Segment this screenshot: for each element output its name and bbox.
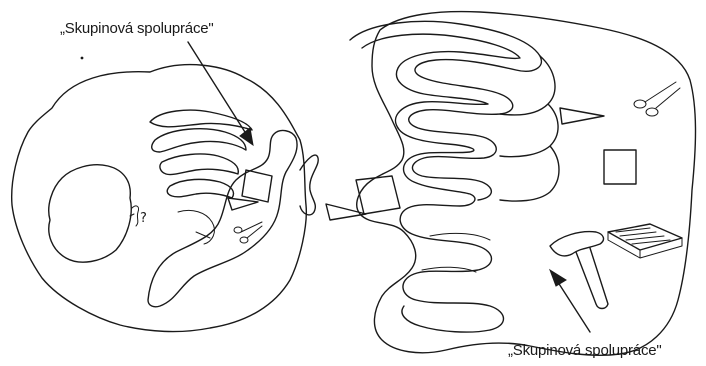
top-arrow-icon [188,42,253,145]
right-er-tail [402,306,490,332]
speck-dot [81,57,84,60]
left-golgi-fold-4 [167,179,233,198]
right-cell [350,12,696,356]
left-cell: ? [12,65,307,332]
membrane-neck-left [300,155,318,215]
left-nucleus [49,165,131,262]
bottom-label: „Skupinová spolupráce" [508,342,662,359]
right-cell-outline [357,12,696,356]
right-scissors-icon [634,82,680,116]
book-icon [608,224,682,258]
left-cell-outline [12,65,307,332]
left-square-shape [242,170,272,202]
right-triangle-shape [560,108,604,124]
left-golgi-fold-3 [160,154,238,175]
question-mark: ? [140,211,147,226]
bridge-triangle-shape [326,204,366,220]
left-triangle-shape [228,198,258,210]
bridge-square-shape [356,176,400,214]
left-er-inner [178,210,214,244]
bottom-arrow-icon [550,270,590,332]
right-square-shape [604,150,636,184]
right-er-fold-4 [500,56,559,201]
left-golgi-fold-2 [152,129,246,152]
right-er-fold-3 [398,128,504,330]
transport-bridge [300,155,400,220]
left-scissors-icon [234,222,262,243]
right-er-fold-1 [350,21,541,200]
hammer-icon [550,232,608,309]
top-label: „Skupinová spolupráce" [60,20,214,37]
